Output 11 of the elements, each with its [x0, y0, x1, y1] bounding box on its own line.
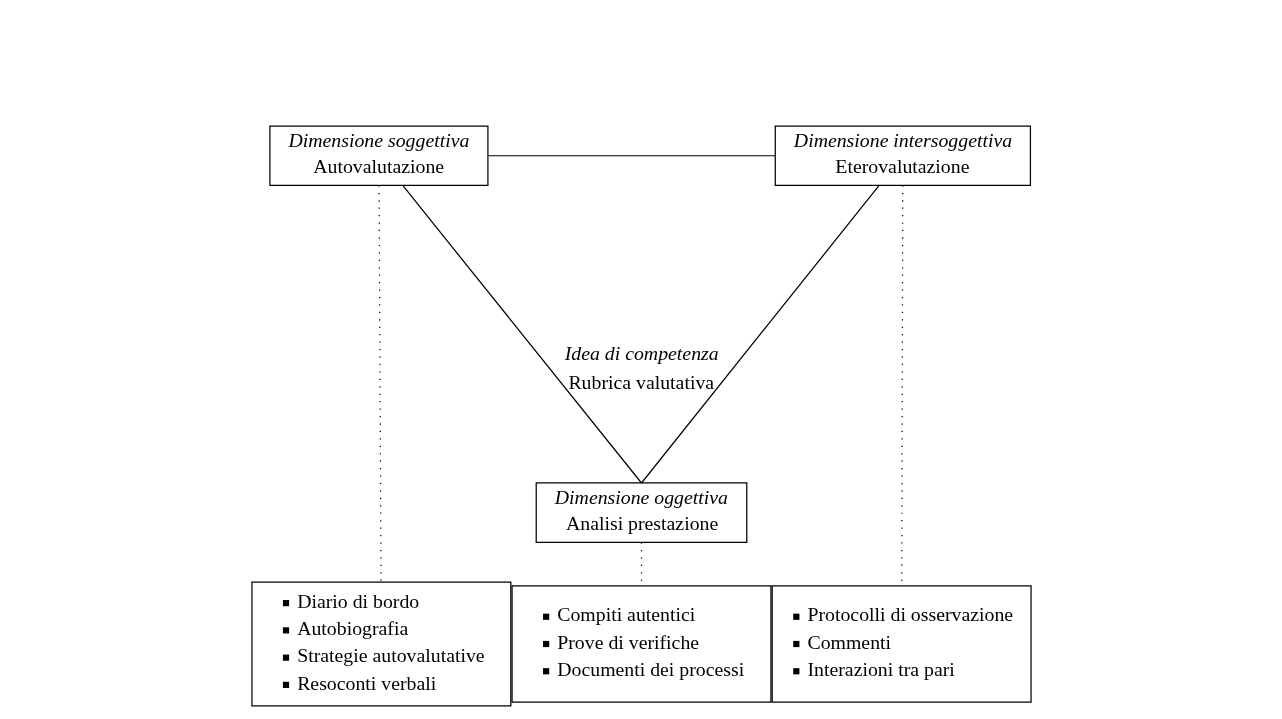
node-box: Dimensione intersoggettiva Eterovalutazione — [774, 125, 1031, 187]
label: Rubrica valutativa — [567, 370, 714, 393]
node-box: Compiti autentici Prove di verifiche Documenti dei processi — [510, 585, 772, 703]
connector — [487, 155, 776, 157]
node-box: Dimensione soggettiva Autovalutazione — [268, 125, 489, 187]
node-box: Protocolli di osservazione Commenti Interazioni tra pari — [771, 585, 1032, 703]
node-box: Diario di bordo Autobiografia Strategie autovalutative Resoconti verbali — [250, 581, 511, 707]
node-box: Dimensione oggettiva Analisi prestazione — [535, 482, 747, 544]
connector — [640, 185, 879, 484]
connector — [402, 185, 642, 484]
label: Idea di competenza — [564, 342, 719, 365]
